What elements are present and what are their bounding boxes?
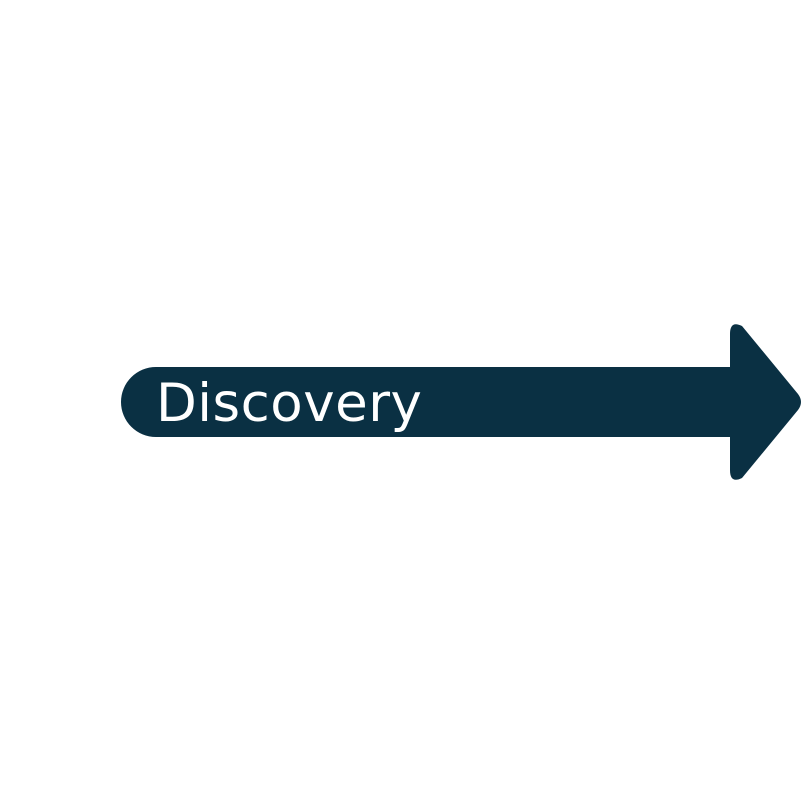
arrow-shape [121,324,801,480]
arrow-label: Discovery [156,373,423,434]
